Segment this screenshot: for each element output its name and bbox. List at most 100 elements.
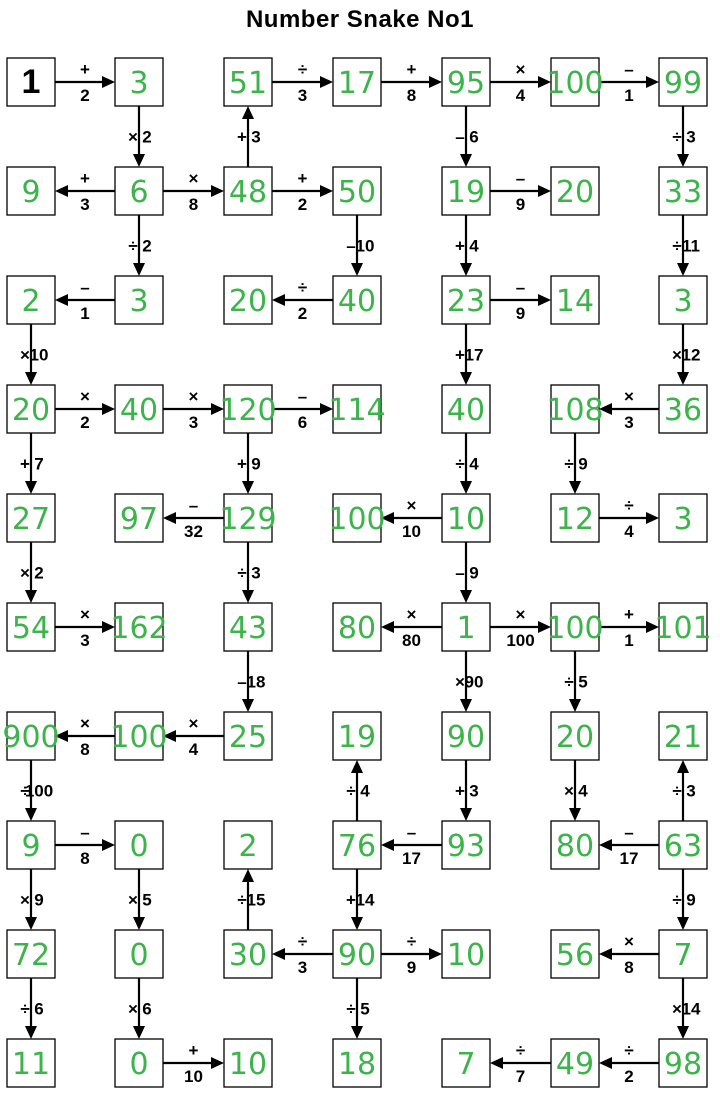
answer-value: 30 — [229, 938, 267, 973]
operator-symbol: + — [455, 237, 465, 256]
answer-value: 10 — [447, 938, 485, 973]
operation-arrow: ×4 — [490, 60, 551, 105]
operation-arrow: ×2 — [128, 106, 152, 167]
answer-value: 20 — [229, 284, 267, 319]
operation-arrow: –17 — [599, 823, 659, 868]
operand-number: 9 — [251, 455, 260, 474]
operation-arrow: ×4 — [564, 760, 588, 821]
number-box: 3 — [658, 275, 708, 325]
operator-symbol: + — [298, 169, 308, 188]
operand-number: 3 — [686, 782, 695, 801]
operation-arrow: ÷3 — [672, 760, 696, 821]
operation-arrow: +3 — [55, 169, 115, 214]
answer-value: 9 — [21, 829, 40, 864]
operand-number: 8 — [624, 958, 633, 977]
answer-value: 3 — [129, 66, 148, 101]
answer-value: 14 — [556, 284, 594, 319]
operator-symbol: ÷ — [237, 564, 246, 583]
operator-symbol: × — [624, 932, 634, 951]
operation-arrow: –9 — [490, 169, 551, 214]
operator-symbol: × — [407, 605, 417, 624]
operator-symbol: ÷ — [455, 455, 464, 474]
operator-symbol: ÷ — [298, 60, 307, 79]
answer-value: 3 — [673, 502, 692, 537]
answer-value: 17 — [338, 66, 376, 101]
operand-number: 1 — [624, 86, 633, 105]
operation-arrow: ×12 — [672, 324, 700, 385]
number-box: 80 — [550, 820, 600, 870]
operator-symbol: × — [624, 387, 634, 406]
number-box: 6 — [114, 166, 164, 216]
number-box: 3 — [114, 275, 164, 325]
operation-arrow: +3 — [455, 760, 479, 821]
operation-arrow: ×6 — [128, 978, 152, 1039]
operator-symbol: × — [20, 891, 30, 910]
operation-arrow: ÷5 — [346, 978, 370, 1039]
number-box: 63 — [658, 820, 708, 870]
answer-value: 2 — [238, 829, 257, 864]
answer-value: 20 — [12, 393, 50, 428]
operand-number: 2 — [142, 128, 151, 147]
number-box: 98 — [658, 1038, 708, 1088]
number-box: 162 — [110, 602, 168, 652]
answer-value: 100 — [546, 66, 603, 101]
operation-arrow: +2 — [55, 60, 115, 105]
number-box: 20 — [550, 711, 600, 761]
number-box: 1 — [441, 602, 491, 652]
answer-value: 108 — [546, 393, 603, 428]
number-box: 100 — [110, 711, 168, 761]
number-box: 1 — [6, 57, 56, 107]
operator-symbol: + — [407, 60, 417, 79]
operator-symbol: ÷ — [346, 1000, 355, 1019]
operand-number: 9 — [34, 891, 43, 910]
operation-arrow: –32 — [163, 496, 224, 541]
operator-symbol: – — [80, 278, 89, 297]
page-title: Number Snake No1 — [245, 6, 475, 33]
answer-value: 100 — [110, 720, 167, 755]
answer-value: 0 — [129, 938, 148, 973]
operator-symbol: ÷ — [407, 932, 416, 951]
number-box: 100 — [546, 602, 604, 652]
operand-number: 17 — [620, 849, 639, 868]
operand-number: 14 — [356, 891, 375, 910]
operator-symbol: + — [624, 605, 634, 624]
operation-arrow: ÷4 — [346, 760, 370, 821]
operation-arrow: –10 — [346, 215, 374, 276]
operation-arrow: ×2 — [20, 542, 44, 603]
number-box: 72 — [6, 929, 56, 979]
operator-symbol: × — [80, 714, 90, 733]
operator-symbol: ÷ — [20, 1000, 29, 1019]
answer-value: 114 — [328, 393, 385, 428]
answer-value: 1 — [456, 611, 475, 646]
answer-value: 3 — [129, 284, 148, 319]
operand-number: 90 — [465, 673, 484, 692]
operand-number: 2 — [34, 564, 43, 583]
answer-value: 76 — [338, 829, 376, 864]
operation-arrow: ÷5 — [564, 651, 588, 712]
number-box: 20 — [6, 384, 56, 434]
answer-value: 80 — [556, 829, 594, 864]
number-box: 114 — [328, 384, 386, 434]
operation-arrow: ÷3 — [272, 60, 333, 105]
number-box: 27 — [6, 493, 56, 543]
operator-symbol: × — [516, 60, 526, 79]
number-box: 36 — [658, 384, 708, 434]
number-box: 129 — [219, 493, 277, 543]
operation-arrow: ÷9 — [564, 433, 588, 494]
answer-value: 129 — [219, 502, 276, 537]
operation-arrow: ×2 — [55, 387, 115, 432]
operation-arrow: ×8 — [55, 714, 115, 759]
operator-symbol: + — [80, 169, 90, 188]
operation-arrow: +10 — [163, 1041, 224, 1086]
number-box: 3 — [658, 493, 708, 543]
operation-arrow: –9 — [455, 542, 479, 603]
operand-number: 11 — [682, 237, 700, 256]
operator-symbol: ÷ — [624, 1041, 633, 1060]
operator-symbol: – — [407, 823, 416, 842]
answer-value: 98 — [664, 1047, 702, 1082]
number-box: 40 — [332, 275, 382, 325]
answer-value: 0 — [129, 1047, 148, 1082]
operator-symbol: × — [80, 605, 90, 624]
operation-arrow: –1 — [599, 60, 659, 105]
operand-number: 2 — [80, 413, 89, 432]
